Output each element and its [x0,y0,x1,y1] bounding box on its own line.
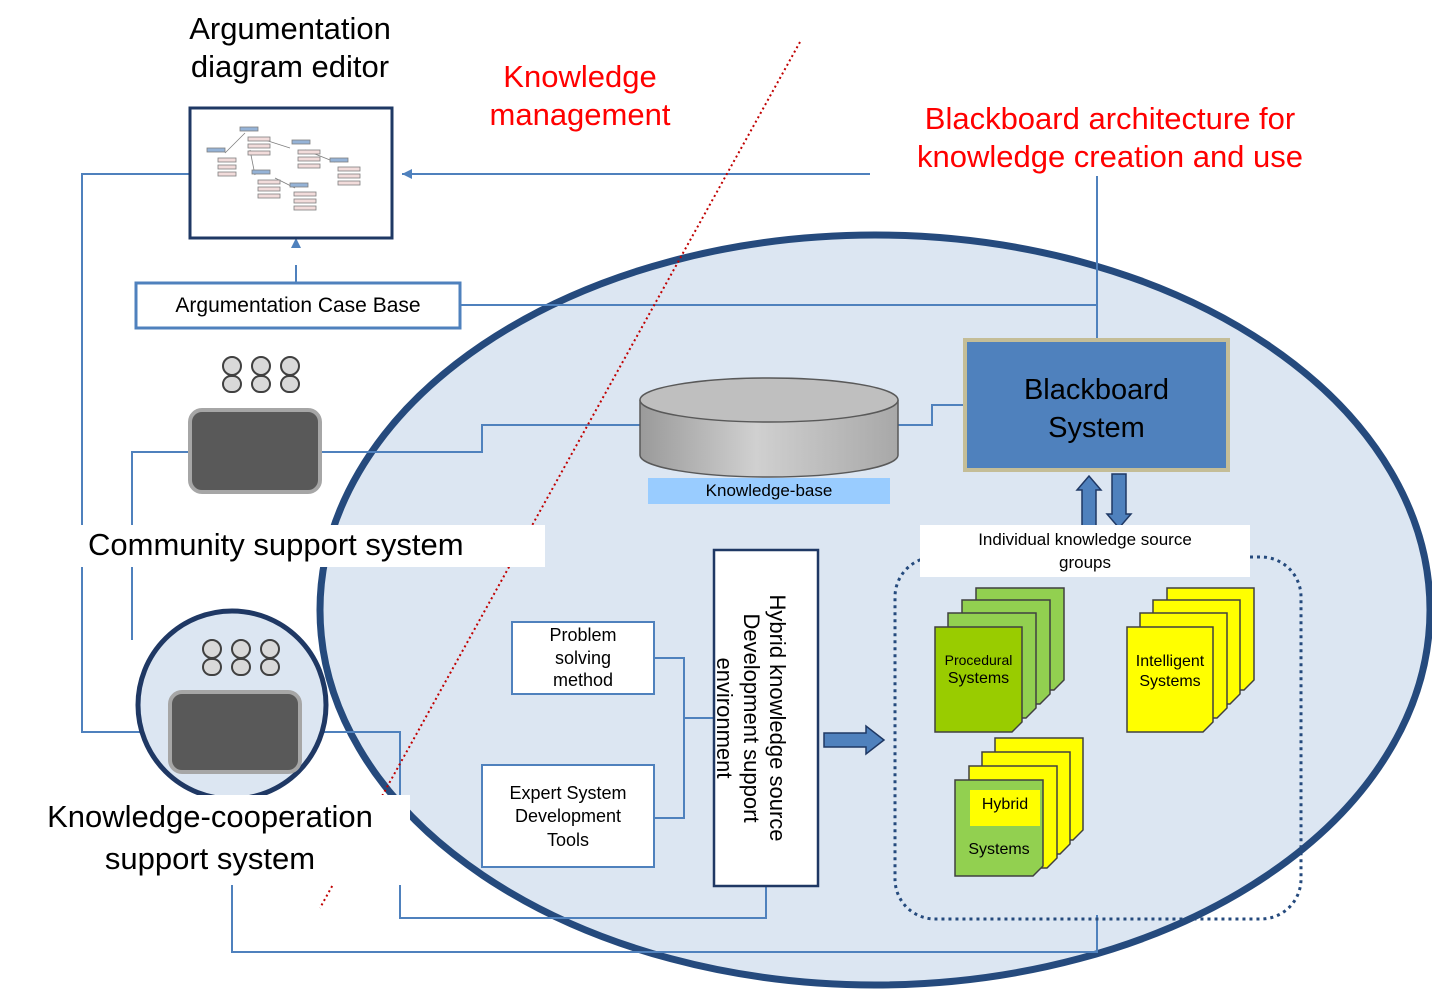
hybrid-env-label-line1: Hybrid knowledge source [765,594,790,842]
argumentation-editor-title-line1: Argumentation [189,11,391,46]
blackboard-system-label-line1: Blackboard [1023,374,1170,406]
problem-solving-label-line3: method [552,670,614,690]
expert-system-label-line2: Development [514,806,622,827]
community-support-label: Community support system [88,527,464,562]
hybrid-env-label-line3: environment [712,657,738,779]
line-cooperation-to-groups [231,880,1098,953]
line-community-to-cooperation [131,451,190,640]
argumentation-case-base-label: Argumentation Case Base [175,294,421,317]
argument-diagram-thumbnail [206,126,361,211]
line-community-to-kb [320,424,640,453]
problem-solving-box[interactable] [511,621,655,695]
intelligent-systems-stack[interactable] [1126,587,1255,733]
line-cooperation-to-hybrid-env [300,731,767,919]
intelligent-systems-label-line2: Systems [1139,672,1201,690]
knowledge-management-title-line1: Knowledge [503,59,657,94]
knowledge-management-divider [319,41,801,909]
blackboard-system-box[interactable] [963,338,1230,472]
community-users-icon [222,356,300,393]
groups-label-bg [920,525,1250,577]
down-arrow [1105,473,1133,530]
procedural-systems-label: Procedural Systems [935,652,1022,689]
knowledge-base-cylinder[interactable] [639,377,899,478]
hybrid-systems-label-line2: Systems [968,841,1030,858]
line-left-loop [81,173,190,733]
blackboard-architecture-title: Blackboard architecture for knowledge cr… [870,100,1350,176]
procedural-systems-label-line1: Procedural [944,652,1013,668]
line-kb-to-blackboard [898,404,965,426]
problem-solving-label-line1: Problem [549,625,617,645]
knowledge-base-label-bg [648,478,890,504]
problem-solving-label: Problem solving method [512,624,654,692]
expert-system-box[interactable] [481,764,655,868]
hybrid-systems-label-line1: Hybrid [981,796,1029,813]
knowledge-cooperation-label: Knowledge-cooperation support system [10,796,410,880]
intelligent-systems-label-line1: Intelligent [1135,653,1205,670]
knowledge-cooperation-label-line2: support system [104,840,316,876]
env-to-groups-arrow [823,724,886,756]
cooperation-terminal[interactable] [168,690,302,774]
individual-groups-label-line2: groups [1059,552,1111,572]
individual-groups-label-line1: Individual knowledge source [978,530,1192,549]
hybrid-env-box[interactable] [712,548,820,888]
knowledge-management-title: Knowledge management [440,58,720,134]
argumentation-case-base-box[interactable] [134,281,462,330]
casebase-to-editor-arrow [291,238,301,248]
expert-system-label: Expert System Development Tools [482,782,654,852]
individual-groups-label: Individual knowledge source groups [920,529,1250,575]
cooperation-label-bg [10,795,410,885]
community-terminal[interactable] [188,408,322,494]
intelligent-systems-label: Intelligent Systems [1127,652,1213,691]
argumentation-editor-title: Argumentation diagram editor [140,10,440,86]
cooperation-users-icon [202,639,280,676]
blackboard-system-label: Blackboard System [965,371,1228,448]
expert-system-label-line1: Expert System [509,783,627,803]
blackboard-architecture-ellipse [316,231,1432,989]
connection-lines [81,173,1098,953]
blackboard-system-label-line2: System [1048,412,1145,445]
up-arrow [1075,474,1103,532]
hybrid-env-label: Hybrid knowledge source Development supp… [712,510,790,926]
problem-solving-label-line2: solving [554,647,612,668]
argumentation-editor-title-line2: diagram editor [190,48,390,84]
expert-system-label-line3: Tools [546,829,590,850]
procedural-systems-label-line2: Systems [947,670,1010,688]
knowledge-base-label: Knowledge-base [705,481,833,500]
blackboard-architecture-title-line1: Blackboard architecture for [924,101,1296,136]
knowledge-management-title-line2: management [489,96,671,132]
hybrid-env-label-line2: Development support [738,613,764,823]
community-label-bg [80,525,545,567]
knowledge-cooperation-label-line1: Knowledge-cooperation [47,799,373,834]
hybrid-systems-stack[interactable] [954,737,1084,877]
blackboard-to-editor-arrow [402,169,412,179]
blackboard-architecture-title-line2: knowledge creation and use [870,137,1350,176]
procedural-systems-stack[interactable] [934,587,1065,733]
line-psm-to-env [654,657,685,819]
